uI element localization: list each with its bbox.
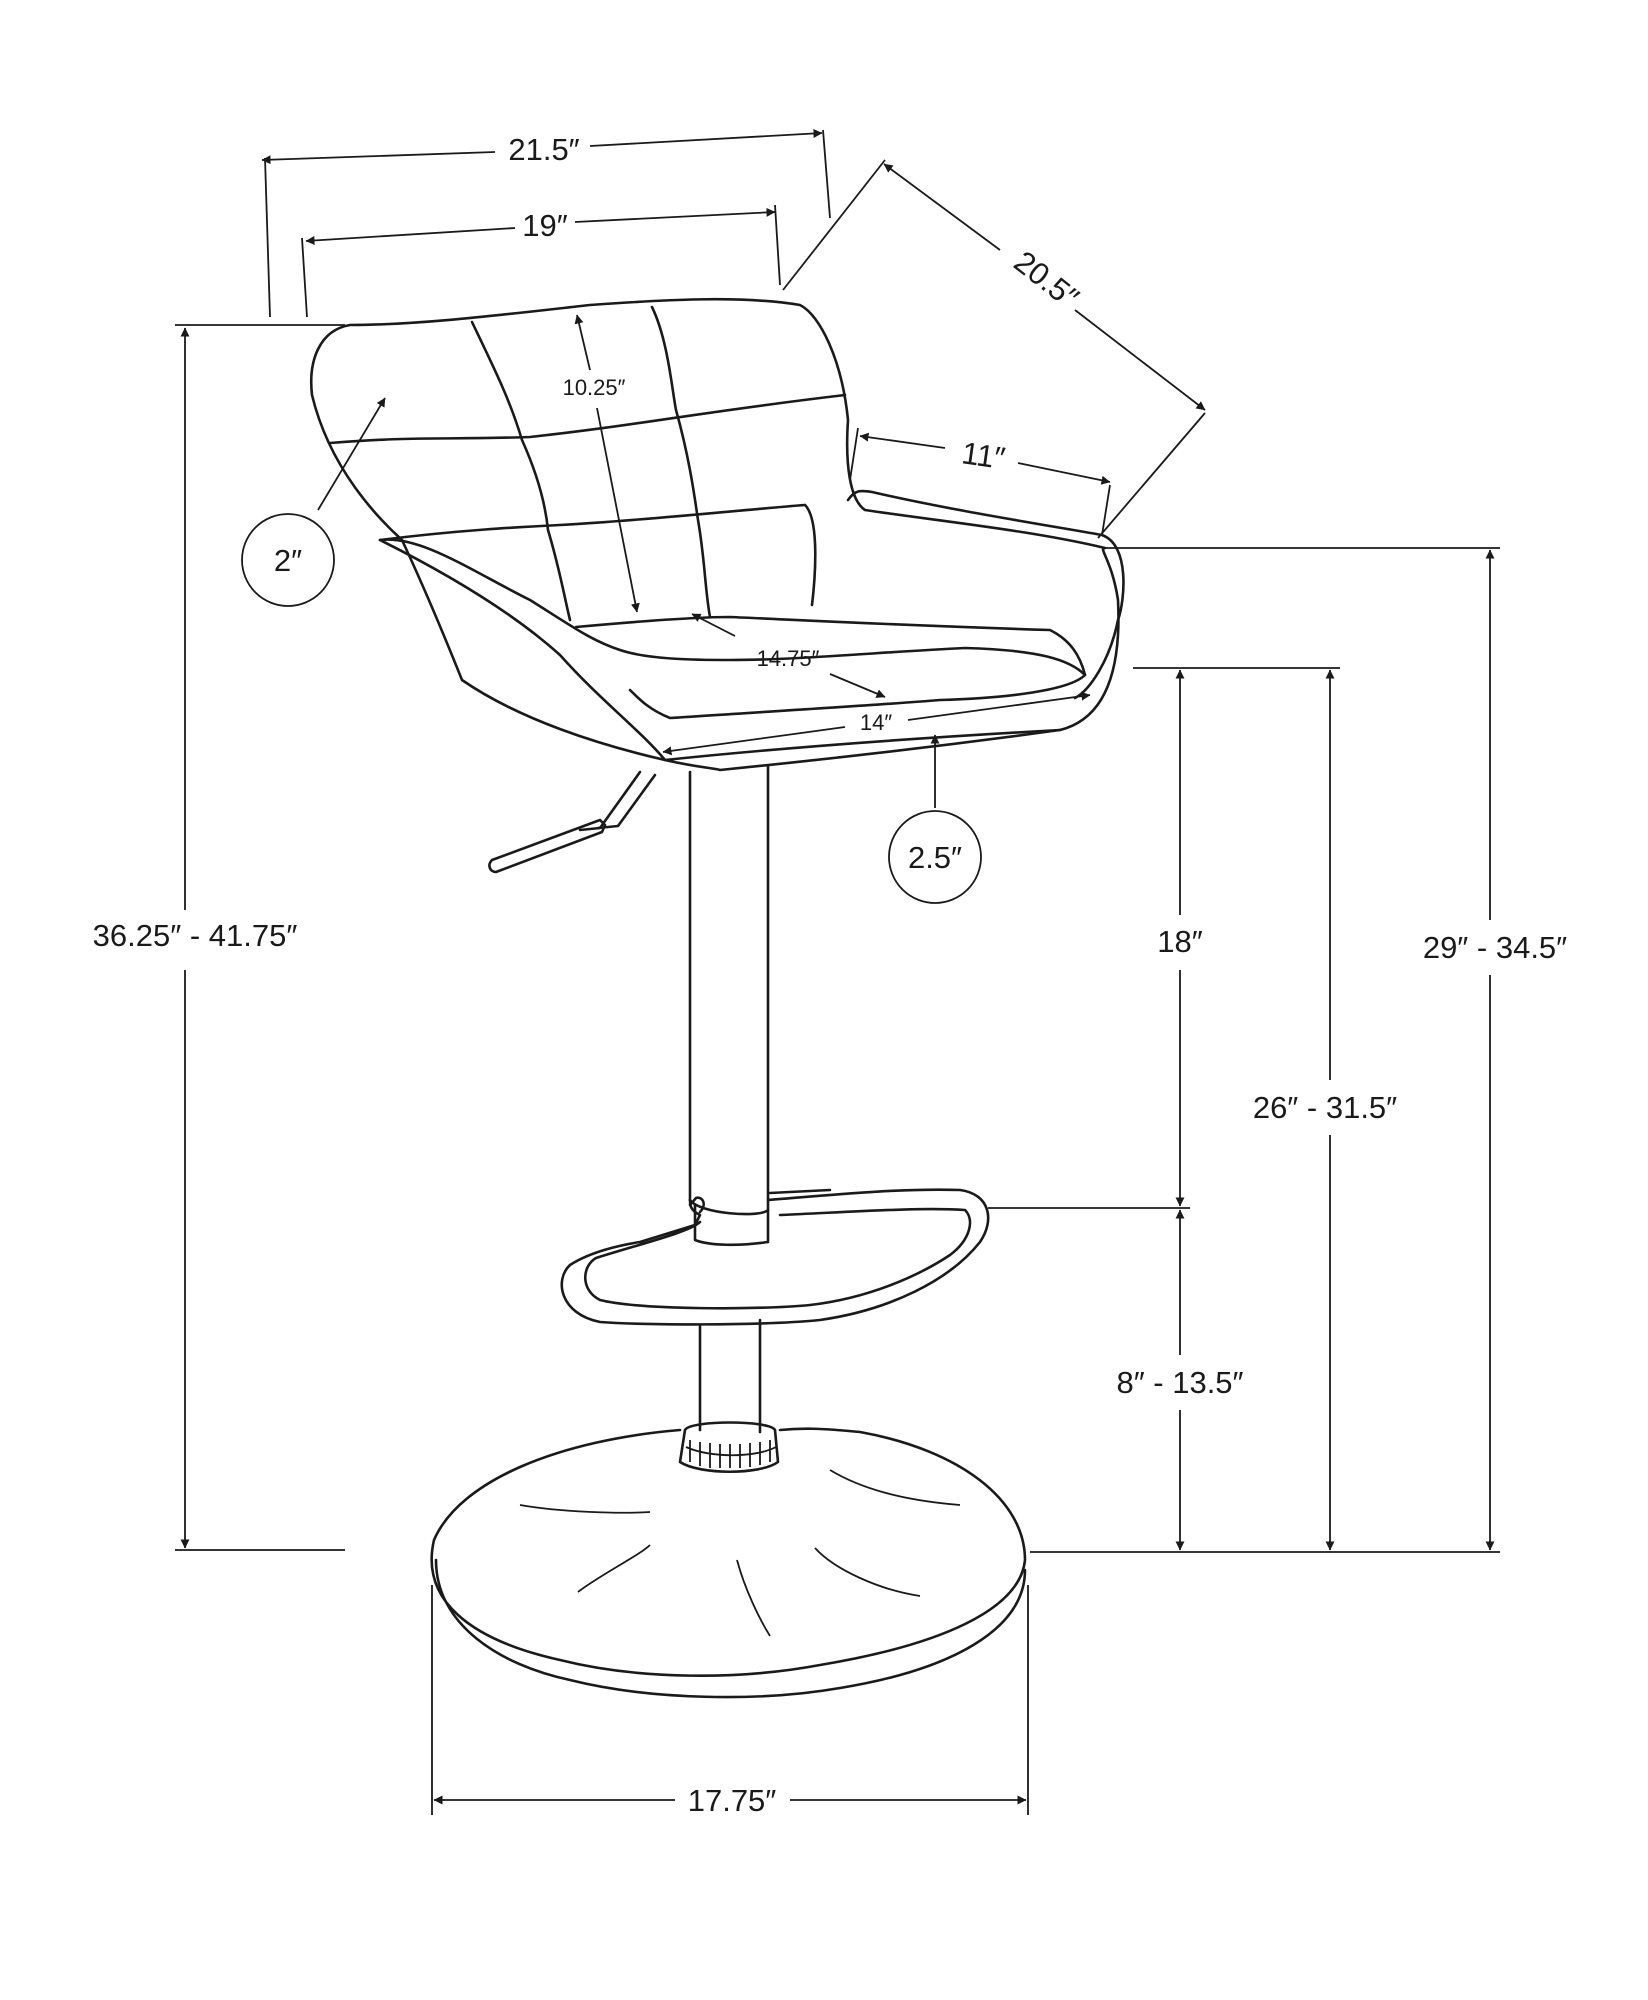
- upper-column: [688, 764, 770, 1212]
- tuft-line-right: [650, 305, 712, 619]
- label-base-diameter: 17.75″: [688, 1783, 777, 1818]
- base-dome: [430, 1427, 1027, 1677]
- dimension-labels: 21.5″ 19″ 20.5″ 10.25″ 11″ 2″ 14.75″ 14″…: [93, 132, 1568, 1818]
- seat-left-side: [378, 538, 667, 762]
- label-arm-thickness: 2″: [274, 543, 302, 578]
- footrest-ring: [560, 1188, 990, 1326]
- base-collar-ridges: [685, 1440, 777, 1468]
- label-overall-depth: 20.5″: [1008, 244, 1086, 315]
- lower-column: [698, 1318, 762, 1434]
- base-rim: [434, 1558, 1027, 1699]
- label-arm-length: 11″: [960, 435, 1008, 476]
- gas-lever-arm: [596, 773, 657, 830]
- seat-cushion-outline: [378, 538, 1087, 720]
- label-overall-width: 21.5″: [508, 132, 579, 167]
- arm-thickness-callout-circle: [241, 513, 335, 607]
- seat-underside: [663, 728, 1062, 762]
- stool-drawing: [309, 297, 1125, 1699]
- dimension-lines: [175, 128, 1500, 1815]
- label-footrest-height: 8″ - 13.5″: [1116, 1365, 1243, 1400]
- armrest-outline: [846, 489, 1125, 700]
- column-collar: [688, 1198, 770, 1247]
- label-seat-depth: 14.75″: [757, 646, 820, 671]
- label-seat-to-footrest: 18″: [1157, 924, 1202, 959]
- label-back-height: 10.25″: [563, 375, 626, 400]
- gas-lever-handle: [488, 818, 607, 874]
- base-collar: [678, 1421, 780, 1473]
- backrest-inner-edge: [803, 503, 817, 607]
- label-seat-width: 14″: [860, 710, 892, 735]
- label-overall-height: 36.25″ - 41.75″: [93, 918, 298, 953]
- label-back-width: 19″: [522, 208, 567, 243]
- base-petal-strokes: [519, 1469, 961, 1637]
- tuft-line-upper: [328, 393, 847, 445]
- label-seat-thickness: 2.5″: [908, 840, 962, 875]
- tuft-line-left: [470, 320, 572, 622]
- gas-lever-rod: [578, 770, 642, 832]
- backrest-outline: [309, 297, 1120, 772]
- footrest-connector: [688, 1188, 832, 1214]
- seat-front-edge: [574, 615, 1087, 677]
- label-seat-height: 26″ - 31.5″: [1253, 1090, 1397, 1125]
- backrest-top-edge: [378, 503, 807, 542]
- seat-thickness-callout-circle: [888, 810, 982, 904]
- label-arm-height: 29″ - 34.5″: [1423, 930, 1567, 965]
